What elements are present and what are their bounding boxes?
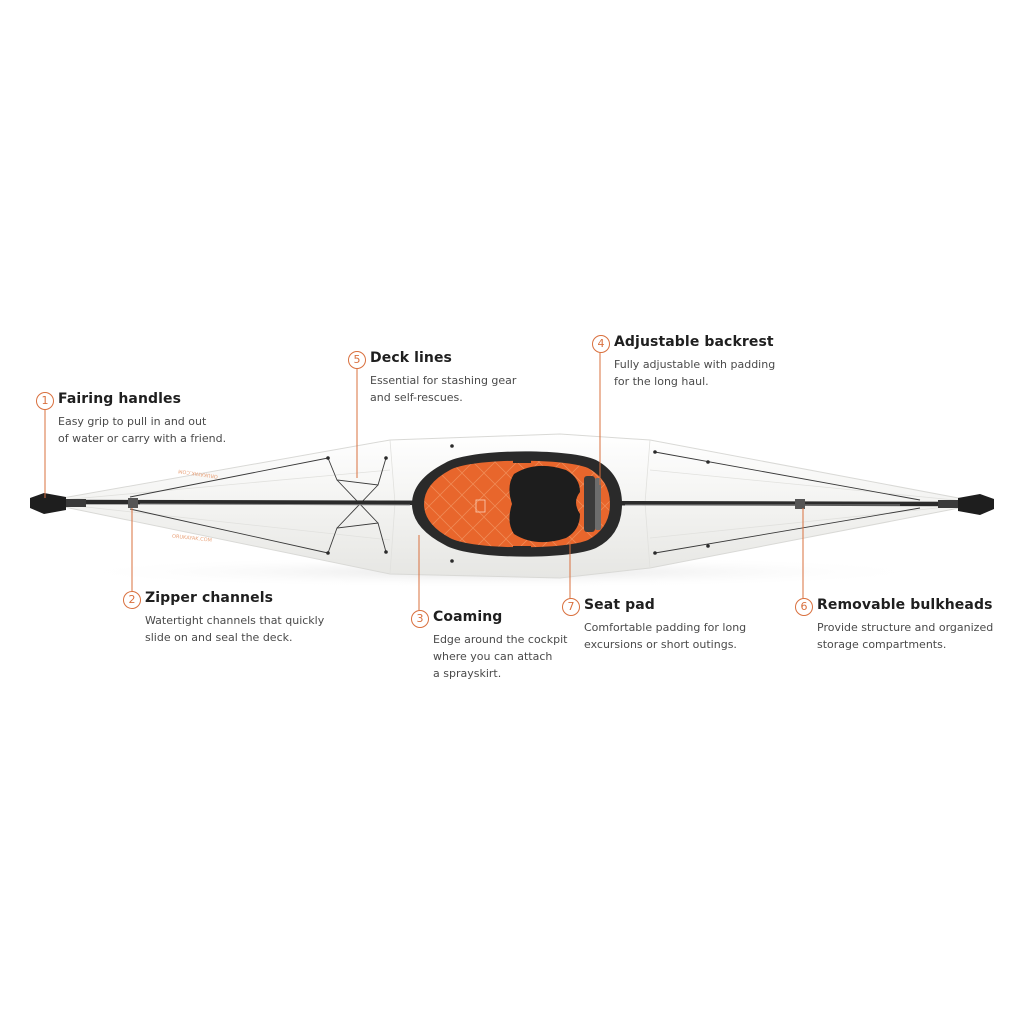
callout-description: Easy grip to pull in and out of water or…	[58, 413, 226, 447]
deck-line-anchors	[326, 444, 710, 563]
callout-line: Fully adjustable with padding	[614, 358, 776, 371]
callout-number: 2	[123, 591, 141, 609]
callout-line: Essential for stashing gear	[370, 374, 517, 387]
fairing-handle-left	[30, 493, 86, 514]
zipper-channel-highlight	[139, 503, 900, 506]
callout-description: Provide structure and organized storage …	[817, 619, 993, 653]
backrest-strap	[595, 478, 601, 530]
adjustable-backrest	[584, 476, 595, 532]
callout-title: Adjustable backrest	[614, 334, 774, 350]
callout-number: 4	[592, 335, 610, 353]
callout-description: Fully adjustable with padding for the lo…	[614, 356, 775, 390]
deck-text-right: ORUKAYAK.COM	[172, 534, 212, 544]
seat-strap-top	[513, 456, 531, 463]
hull-fold-lines	[39, 439, 986, 575]
callout-description: Essential for stashing gear and self-res…	[370, 372, 516, 406]
callout-description: Watertight channels that quickly slide o…	[145, 612, 324, 646]
callout-number: 5	[348, 351, 366, 369]
callout-line: Easy grip to pull in and out	[58, 415, 207, 428]
zipper-clip-left	[128, 498, 138, 508]
deck-text-left: ORUKAYAK.COM	[178, 468, 218, 480]
callout-line: where you can attach	[433, 650, 553, 663]
callout-number: 7	[562, 598, 580, 616]
callout-line: storage compartments.	[817, 638, 947, 651]
callout-title: Zipper channels	[145, 590, 274, 606]
seat-strap-bottom	[513, 546, 531, 553]
callout-title: Deck lines	[370, 350, 452, 366]
callout-line: for the long haul.	[614, 375, 709, 388]
seat-pad	[509, 465, 580, 543]
callout-description: Edge around the cockpit where you can at…	[433, 631, 567, 682]
callout-line: a sprayskirt.	[433, 667, 502, 680]
deck-lines	[129, 451, 921, 554]
callout-line: Watertight channels that quickly	[145, 614, 325, 627]
zipper-clip-right	[795, 499, 805, 509]
fairing-handle-right	[938, 494, 994, 515]
callout-line: and self-rescues.	[370, 391, 463, 404]
callout-title: Removable bulkheads	[817, 597, 993, 613]
callout-line: slide on and seal the deck.	[145, 631, 293, 644]
callout-line: excursions or short outings.	[584, 638, 737, 651]
callout-line: Comfortable padding for long	[584, 621, 747, 634]
callout-title: Fairing handles	[58, 391, 182, 407]
leader-lines	[44, 353, 804, 610]
callout-line: Provide structure and organized	[817, 621, 994, 634]
callout-title: Seat pad	[584, 597, 655, 613]
cockpit-label	[475, 499, 486, 513]
callout-line: Edge around the cockpit	[433, 633, 568, 646]
callout-number: 6	[795, 598, 813, 616]
callout-number: 1	[36, 392, 54, 410]
callout-number: 3	[411, 610, 429, 628]
callout-description: Comfortable padding for long excursions …	[584, 619, 746, 653]
callout-title: Coaming	[433, 609, 503, 625]
callout-line: of water or carry with a friend.	[58, 432, 227, 445]
